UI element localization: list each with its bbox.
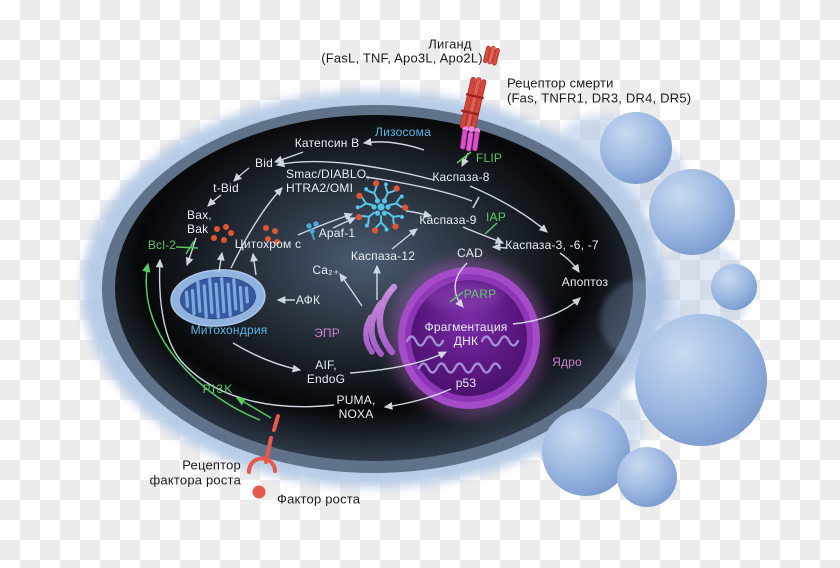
label-bax-bak: Bax, Bak [187, 207, 212, 236]
label-parp: PARP [463, 286, 497, 301]
label-cytochrome-c: Цитохром c [234, 236, 302, 251]
label-nucleus: Ядро [552, 354, 582, 369]
label-ligand-members: (FasL, TNF, Apo3L, Apo2L) [321, 50, 483, 66]
membrane-blebs [542, 112, 767, 507]
label-dna-fragmentation: Фрагментация ДНК [424, 319, 508, 348]
label-ca2: Ca₂₊ [312, 262, 340, 277]
death-receptor-icon [459, 76, 487, 132]
label-flip: FLIP [475, 150, 503, 165]
ligand-icon [482, 45, 500, 66]
bleb-bubble-icon [649, 169, 735, 255]
adapter-complex-icon [460, 126, 481, 152]
label-er: ЭПР [314, 325, 340, 340]
label-caspase-9: Каспаза-9 [419, 212, 477, 227]
dna-icon [405, 335, 520, 374]
label-growth-factor: Фактор роста [277, 491, 361, 507]
label-apaf1: Apaf-1 [318, 225, 356, 240]
label-death-receptor: Рецептор смерти (Fas, TNFR1, DR3, DR4, D… [507, 75, 692, 106]
bleb-bubble-icon [600, 112, 672, 184]
label-smac-diablo: Smac/DIABLO, HTRA2/OMI [286, 166, 370, 195]
bleb-bubble-icon [542, 408, 630, 496]
apoptosome-icon [355, 180, 409, 234]
nucleus-icon [389, 258, 549, 418]
bleb-bubble-icon [617, 447, 677, 507]
bcl2-inhibition-icon [185, 240, 195, 255]
label-bid: Bid [255, 155, 273, 170]
apaf1-icon [306, 221, 319, 240]
label-lysosome: Лизосома [375, 124, 431, 139]
cytochrome-dots-icon [211, 224, 280, 245]
iap-inhibition-icon [484, 222, 498, 235]
bcl2-inhibition-icon [175, 246, 199, 249]
label-aif-endog: AIF, EndoG [306, 357, 346, 386]
label-caspase-12: Каспаза-12 [350, 248, 416, 263]
label-cad: CAD [457, 245, 483, 260]
growth-factor-receptor-icon [246, 414, 280, 474]
pathway-arrows [155, 137, 581, 410]
er-icon [363, 283, 398, 357]
mitochondria-icon [170, 269, 266, 327]
label-apoptosis: Апоптоз [561, 274, 609, 289]
bleb-bubble-icon [635, 314, 767, 446]
label-caspase-8: Каспаза-8 [432, 169, 490, 184]
label-caspase-3-6-7: Каспаза-3, -6, -7 [505, 237, 599, 252]
label-t-bid: t-Bid [213, 180, 239, 195]
label-growth-factor-receptor: Рецептор фактора роста [149, 457, 241, 488]
label-ros: АФК [295, 292, 321, 307]
label-mitochondria: Митохондрия [190, 322, 268, 337]
label-puma-noxa: PUMA, NOXA [336, 392, 376, 421]
bleb-bubble-icon [711, 264, 757, 310]
parp-inhibition-icon [449, 291, 464, 303]
label-iap: IAP [486, 209, 506, 224]
label-p53: p53 [455, 375, 477, 390]
growth-factor-icon [252, 485, 266, 499]
flip-inhibition-icon [456, 151, 472, 164]
green-pathways [142, 151, 498, 421]
label-cathepsin-b: Катепсин B [294, 135, 360, 150]
label-bcl2: Bcl-2 [147, 237, 177, 252]
label-pi3k: PI3K [202, 381, 234, 396]
label-ligand: Лиганд [428, 36, 472, 52]
